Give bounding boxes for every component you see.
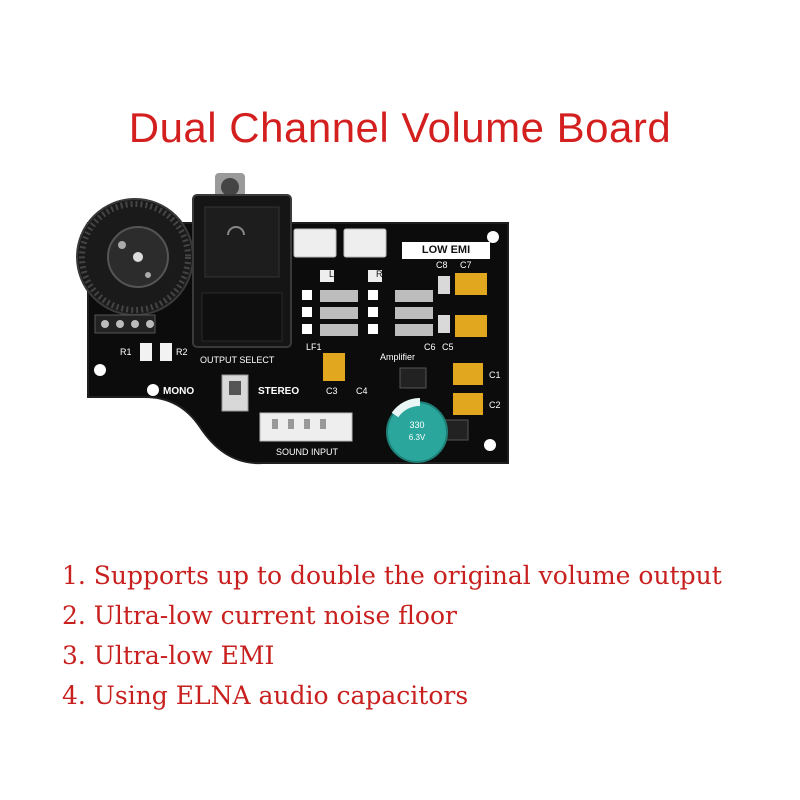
elna-capacitor: 330 6.3V <box>386 397 448 463</box>
headphone-jack <box>192 173 292 348</box>
feature-item: 3. Ultra-low EMI <box>62 641 275 670</box>
page-title: Dual Channel Volume Board <box>128 104 672 151</box>
pcb-illustration: 330 6.3V <box>76 173 509 465</box>
feature-item: 1. Supports up to double the original vo… <box>62 561 722 590</box>
mono-label: MONO <box>163 386 195 397</box>
mounting-hole <box>147 384 159 396</box>
c3-label: C3 <box>326 386 338 396</box>
r1-label: R1 <box>120 347 132 357</box>
mounting-hole <box>487 231 499 243</box>
left-channel-label: L <box>329 269 335 279</box>
c6-label: C6 <box>424 342 436 352</box>
r2-label: R2 <box>176 347 188 357</box>
svg-text:6.3V: 6.3V <box>409 433 426 442</box>
feature-item: 2. Ultra-low current noise floor <box>62 601 457 630</box>
vol-label: VOL <box>66 328 85 338</box>
low-emi-label: LOW EMI <box>402 242 490 259</box>
c1-label: C1 <box>489 370 501 380</box>
c2-label: C2 <box>489 400 501 410</box>
c5-label: C5 <box>442 342 454 352</box>
svg-text:330: 330 <box>409 420 424 430</box>
sound-input-label: SOUND INPUT <box>276 447 339 457</box>
mounting-hole <box>94 364 106 376</box>
product-photo-pcb: 330 6.3V LOW EMI VOL R1 R2 OUTPUT SELECT… <box>50 165 530 480</box>
mounting-hole <box>484 439 496 451</box>
amplifier-label: Amplifier <box>380 352 416 362</box>
lf1-label: LF1 <box>306 342 322 352</box>
right-channel-label: R <box>376 269 383 279</box>
volume-knob <box>76 198 194 316</box>
c7-label: C7 <box>460 260 472 270</box>
c8-label: C8 <box>436 260 448 270</box>
output-select-label: OUTPUT SELECT <box>200 355 275 365</box>
stereo-label: STEREO <box>258 386 300 397</box>
feature-item: 4. Using ELNA audio capacitors <box>62 681 469 710</box>
c4-label: C4 <box>356 386 368 396</box>
feature-list: 1. Supports up to double the original vo… <box>62 556 722 716</box>
